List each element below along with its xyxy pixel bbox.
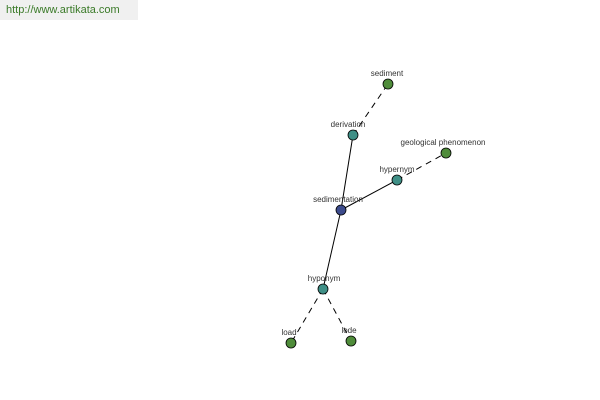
node-sedimentation[interactable]: sedimentation	[313, 195, 363, 216]
node-lode[interactable]: lode	[341, 326, 357, 347]
node-load-label: load	[281, 328, 296, 337]
edge-sedimentation-hyponym	[322, 209, 342, 290]
edge-sedimentation-hypernym	[340, 179, 398, 211]
node-sediment-dot[interactable]	[382, 78, 394, 90]
node-lode-label: lode	[341, 326, 357, 335]
node-hypernym-dot[interactable]	[391, 174, 403, 186]
edge-hypernym-geological-phenomenon	[396, 152, 447, 181]
watermark-link[interactable]: http://www.artikata.com	[0, 0, 138, 20]
node-load[interactable]: load	[281, 328, 297, 349]
node-geological-phenomenon[interactable]: geological phenomenon	[401, 138, 486, 159]
edge-hyponym-lode	[322, 288, 352, 342]
node-hyponym-label: hyponym	[308, 274, 341, 283]
node-derivation-label: derivation	[331, 120, 366, 129]
node-geological-phenomenon-dot[interactable]	[440, 147, 452, 159]
edge-sedimentation-derivation	[340, 134, 354, 211]
node-sedimentation-label: sedimentation	[313, 195, 363, 204]
node-sediment-label: sediment	[371, 69, 404, 78]
node-derivation-dot[interactable]	[347, 129, 359, 141]
node-hypernym-label: hypernym	[379, 165, 414, 174]
node-load-dot[interactable]	[285, 337, 297, 349]
node-sedimentation-dot[interactable]	[335, 204, 347, 216]
node-geological-phenomenon-label: geological phenomenon	[401, 138, 486, 147]
node-sediment[interactable]: sediment	[371, 69, 404, 90]
node-lode-dot[interactable]	[345, 335, 357, 347]
node-hypernym[interactable]: hypernym	[379, 165, 415, 186]
node-hyponym-dot[interactable]	[317, 283, 329, 295]
node-derivation[interactable]: derivation	[331, 120, 366, 141]
node-hyponym[interactable]: hyponym	[308, 274, 341, 295]
